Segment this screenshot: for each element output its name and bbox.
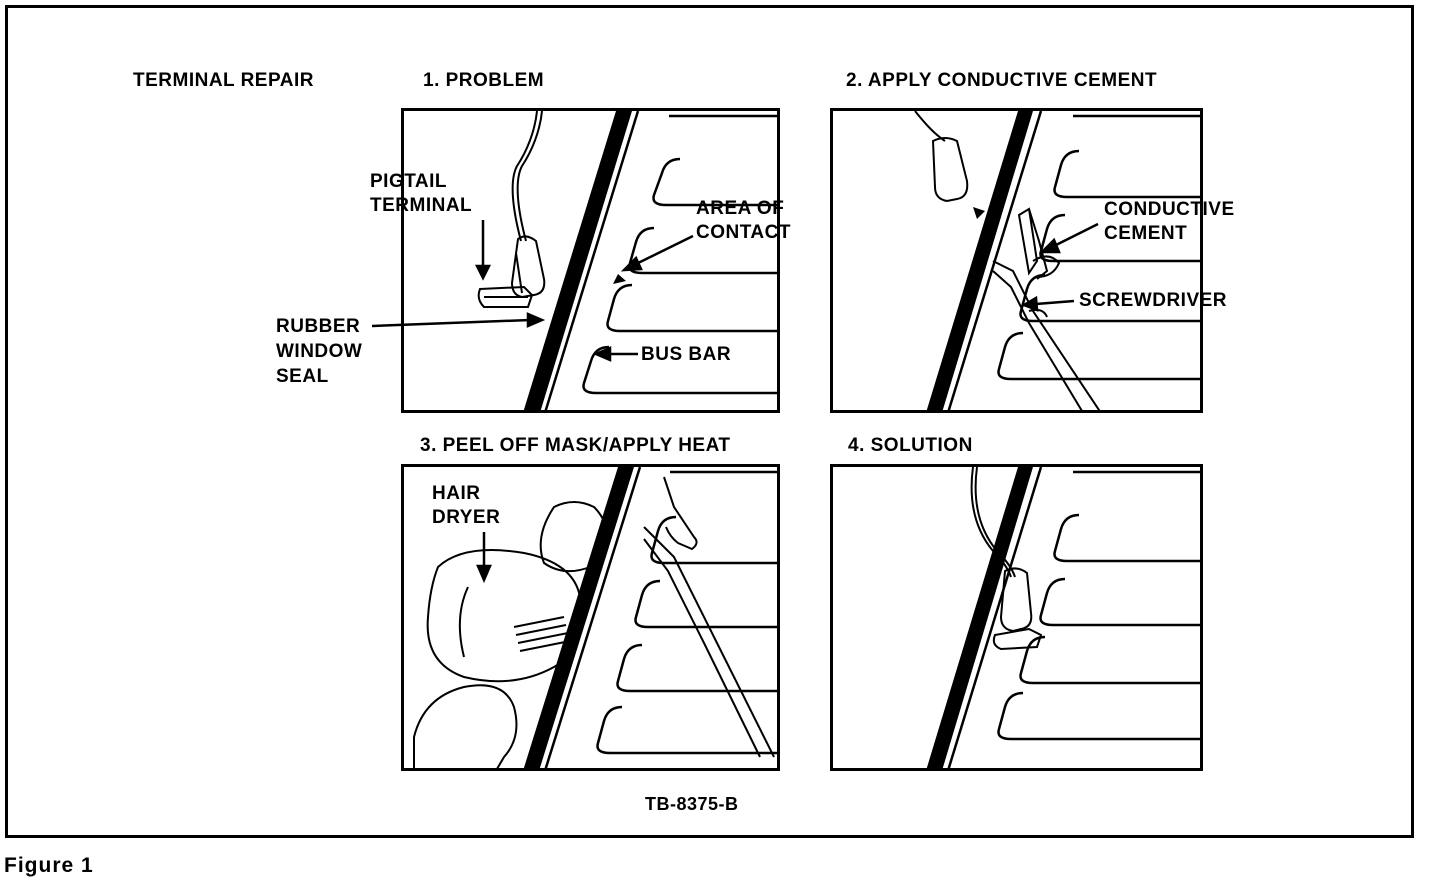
hair-dryer-callout: HAIR DRYER — [432, 482, 500, 530]
cement-callout-line-1: CONDUCTIVE — [1104, 199, 1235, 220]
area-callout-line-1: AREA OF — [696, 198, 785, 219]
panel-2-heading: 2. APPLY CONDUCTIVE CEMENT — [846, 70, 1158, 91]
problem-illustration — [477, 111, 777, 410]
panel-apply-heat — [401, 464, 780, 771]
seal-callout-line-3: SEAL — [276, 366, 329, 387]
solution-illustration — [926, 467, 1200, 768]
pigtail-callout-line-2: TERMINAL — [370, 195, 473, 216]
figure-code: TB-8375-B — [645, 794, 739, 814]
area-of-contact-callout: AREA OF CONTACT — [696, 197, 791, 245]
seal-callout-line-1: RUBBER — [276, 316, 361, 337]
figure-title: TERMINAL REPAIR — [133, 70, 314, 91]
panel-1-heading: 1. PROBLEM — [423, 70, 545, 91]
bus-bar-callout: BUS BAR — [641, 344, 732, 365]
seal-callout-line-2: WINDOW — [276, 341, 363, 362]
panel-4-heading: 4. SOLUTION — [848, 435, 973, 456]
panel-problem — [401, 108, 780, 413]
pigtail-callout: PIGTAIL TERMINAL — [370, 170, 472, 218]
panel-3-heading: 3. PEEL OFF MASK/APPLY HEAT — [420, 435, 731, 456]
panel-solution — [830, 464, 1203, 771]
screwdriver-callout: SCREWDRIVER — [1079, 290, 1228, 311]
figure-frame — [5, 5, 1414, 838]
panel-apply-cement — [830, 108, 1203, 413]
apply-heat-illustration — [413, 467, 777, 768]
apply-cement-illustration — [914, 111, 1200, 410]
conductive-cement-callout: CONDUCTIVE CEMENT — [1104, 198, 1235, 246]
figure-caption: Figure 1 — [4, 854, 94, 877]
area-callout-line-2: CONTACT — [696, 222, 791, 243]
cement-callout-line-2: CEMENT — [1104, 223, 1188, 244]
rubber-seal-callout: RUBBER WINDOW SEAL — [276, 314, 362, 389]
dryer-callout-line-2: DRYER — [432, 507, 501, 528]
dryer-callout-line-1: HAIR — [432, 483, 481, 504]
pigtail-callout-line-1: PIGTAIL — [370, 171, 448, 192]
